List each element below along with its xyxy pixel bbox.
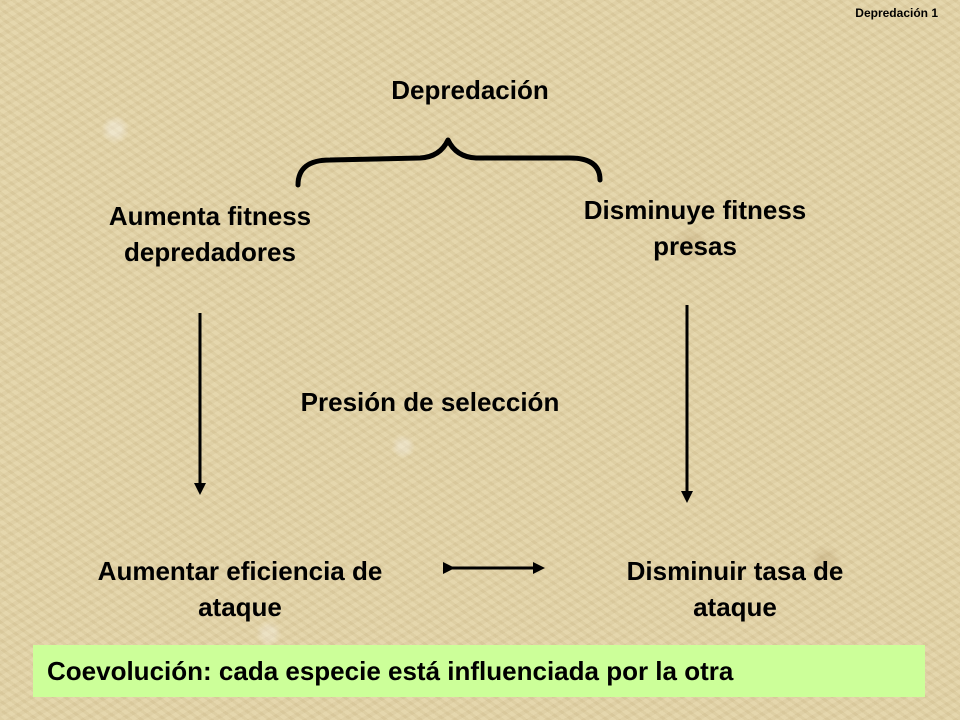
slide-number-label: Depredación 1 xyxy=(855,6,938,20)
predator-fitness-line-1: Aumenta fitness xyxy=(108,201,312,231)
coevolution-banner: Coevolución: cada especie está influenci… xyxy=(33,645,925,697)
attack-efficiency-line-1: Aumentar eficiencia de xyxy=(97,556,383,586)
attack-efficiency-line-2: ataque xyxy=(198,592,282,622)
prey-fitness-line-2: presas xyxy=(653,231,737,261)
attack-rate-line-1: Disminuir tasa de xyxy=(626,556,844,586)
attack-efficiency-node: Aumentar eficiencia de ataque xyxy=(40,553,440,625)
attack-rate-node: Disminuir tasa de ataque xyxy=(560,553,910,625)
prey-fitness-line-1: Disminuye fitness xyxy=(583,195,807,225)
prey-fitness-node: Disminuye fitness presas xyxy=(535,192,855,264)
curly-brace xyxy=(295,137,603,188)
attack-rate-line-2: ataque xyxy=(693,592,777,622)
selection-pressure-label: Presión de selección xyxy=(300,387,560,417)
predator-fitness-node: Aumenta fitness depredadores xyxy=(60,198,360,270)
predator-fitness-line-2: depredadores xyxy=(124,237,296,267)
title-node: Depredación xyxy=(391,75,549,105)
